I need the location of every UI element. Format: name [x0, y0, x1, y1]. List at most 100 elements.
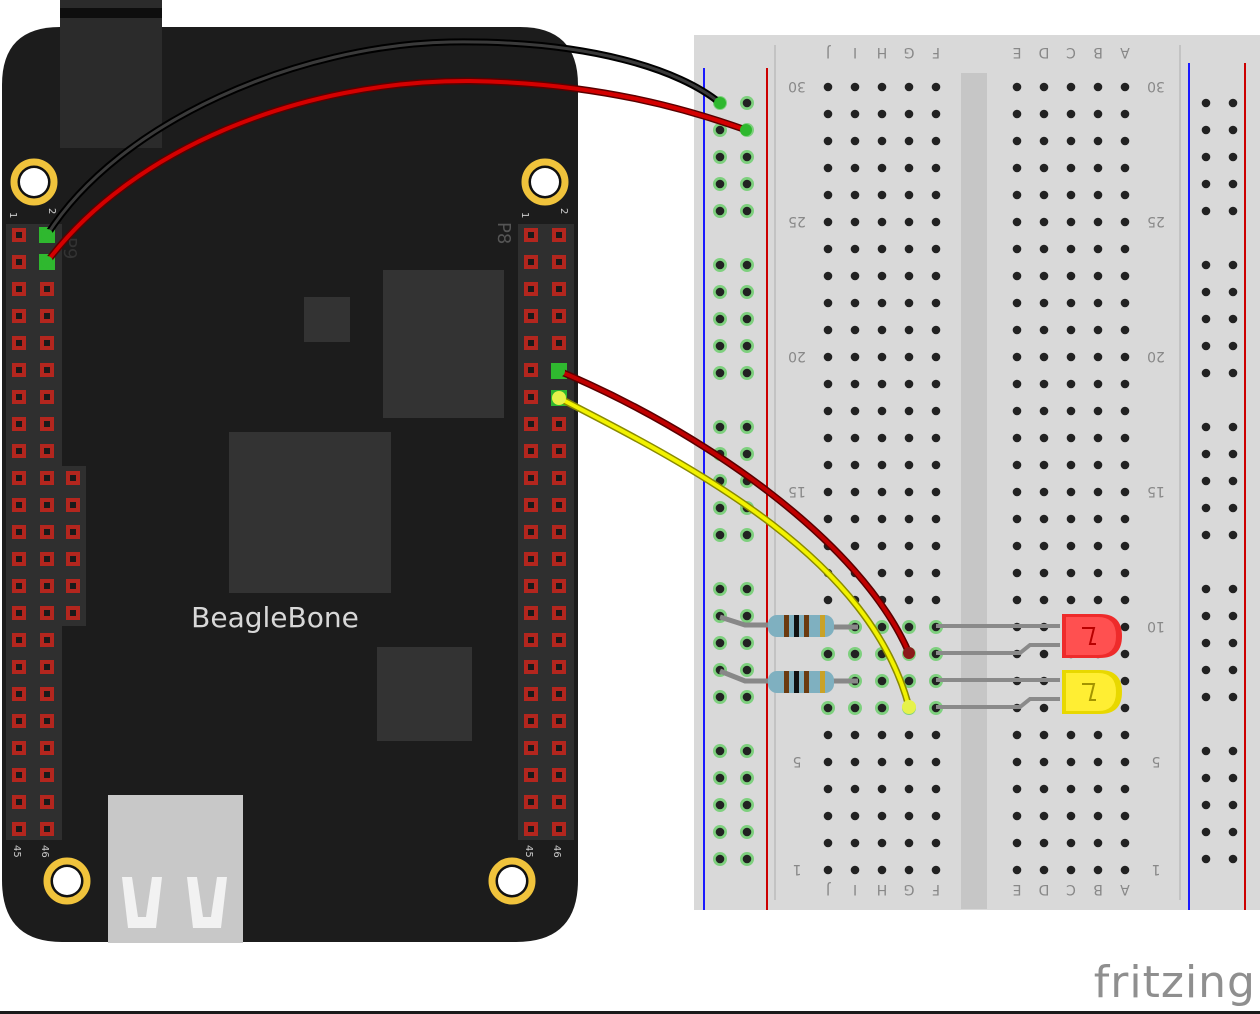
- breadboard-hole: [904, 568, 914, 578]
- breadboard-hole: [1093, 325, 1103, 335]
- breadboard-hole: [904, 433, 914, 443]
- breadboard-hole: [877, 541, 887, 551]
- breadboard-hole: [740, 825, 754, 839]
- header-pin: [40, 282, 54, 296]
- breadboard-hole: [740, 528, 754, 542]
- breadboard-hole: [1120, 784, 1130, 794]
- breadboard-hole: [1012, 325, 1022, 335]
- row-number: 15: [788, 483, 806, 499]
- breadboard-hole: [1012, 82, 1022, 92]
- breadboard-hole: [1066, 298, 1076, 308]
- column-letter: D: [1039, 881, 1050, 897]
- breadboard-hole: [740, 771, 754, 785]
- breadboard-hole: [877, 163, 887, 173]
- header-pin: [524, 606, 538, 620]
- header-pin: [12, 228, 26, 242]
- breadboard-hole: [823, 865, 833, 875]
- column-letter: H: [877, 881, 888, 897]
- header-pin: [40, 444, 54, 458]
- breadboard-hole: [1093, 730, 1103, 740]
- header-pin: [12, 741, 26, 755]
- breadboard-hole: [1201, 476, 1211, 486]
- breadboard-hole: [713, 339, 727, 353]
- breadboard-hole: [1201, 125, 1211, 135]
- header-pin: [524, 822, 538, 836]
- breadboard-hole: [1120, 730, 1130, 740]
- column-letter: A: [1120, 881, 1130, 897]
- chip-small: [304, 297, 350, 342]
- breadboard-hole: [1120, 460, 1130, 470]
- header-pin: [552, 444, 566, 458]
- breadboard-hole: [1039, 433, 1049, 443]
- breadboard-hole: [1093, 217, 1103, 227]
- breadboard-hole: [1093, 163, 1103, 173]
- breadboard-hole: [1201, 638, 1211, 648]
- breadboard-hole: [740, 447, 754, 461]
- breadboard-hole: [1228, 773, 1238, 783]
- row-number: 30: [788, 78, 806, 94]
- breadboard-hole: [1039, 163, 1049, 173]
- breadboard-hole: [1201, 800, 1211, 810]
- breadboard-hole: [1066, 811, 1076, 821]
- header-pin: [66, 525, 80, 539]
- breadboard-hole: [1012, 352, 1022, 362]
- breadboard-hole: [931, 811, 941, 821]
- breadboard-hole: [713, 798, 727, 812]
- breadboard-hole: [1066, 163, 1076, 173]
- beaglebone-board: BeagleBone P9 P8 1 2 1 2 45 46 45 46: [2, 0, 578, 943]
- header-pin: [12, 390, 26, 404]
- header-pin: [524, 579, 538, 593]
- header-pin: [552, 795, 566, 809]
- breadboard-hole: [1201, 341, 1211, 351]
- breadboard-hole: [823, 271, 833, 281]
- breadboard-hole: [740, 852, 754, 866]
- breadboard-hole: [850, 811, 860, 821]
- breadboard-hole: [904, 514, 914, 524]
- header-pin: [40, 309, 54, 323]
- wire-red-power: [44, 77, 748, 265]
- breadboard-hole: [1066, 541, 1076, 551]
- breadboard-hole: [823, 595, 833, 605]
- breadboard-hole: [1228, 125, 1238, 135]
- header-serial: [62, 466, 86, 626]
- breadboard-hole: [1120, 622, 1130, 632]
- row-number: 30: [1147, 78, 1165, 94]
- breadboard-hole: [1039, 865, 1049, 875]
- header-pin: [552, 336, 566, 350]
- breadboard-hole: [713, 636, 727, 650]
- breadboard-hole: [904, 298, 914, 308]
- breadboard-hole: [740, 177, 754, 191]
- header-pin: [552, 687, 566, 701]
- breadboard-hole: [904, 271, 914, 281]
- breadboard-hole: [823, 244, 833, 254]
- row-number: 25: [1147, 213, 1165, 229]
- breadboard-hole: [1228, 98, 1238, 108]
- breadboard-hole: [1228, 611, 1238, 621]
- breadboard-hole: [1039, 649, 1049, 659]
- header-pin: [40, 687, 54, 701]
- breadboard-hole: [850, 757, 860, 767]
- breadboard-hole: [1012, 784, 1022, 794]
- header-pin: [12, 471, 26, 485]
- breadboard-hole: [823, 109, 833, 119]
- header-pin: [552, 660, 566, 674]
- breadboard-hole: [1093, 757, 1103, 767]
- breadboard-hole: [1120, 757, 1130, 767]
- breadboard-hole: [1120, 649, 1130, 659]
- header-pin: [40, 768, 54, 782]
- breadboard-hole: [1201, 773, 1211, 783]
- header-pin: [12, 660, 26, 674]
- breadboard-hole: [1012, 109, 1022, 119]
- breadboard-hole: [877, 82, 887, 92]
- column-letter: D: [1039, 44, 1050, 60]
- breadboard-hole: [1039, 379, 1049, 389]
- breadboard-hole: [850, 163, 860, 173]
- breadboard-hole: [1120, 568, 1130, 578]
- header-pin: [66, 606, 80, 620]
- breadboard-hole: [1066, 82, 1076, 92]
- breadboard-hole: [931, 190, 941, 200]
- breadboard-hole: [1228, 206, 1238, 216]
- breadboard-hole: [904, 109, 914, 119]
- breadboard-hole: [713, 690, 727, 704]
- breadboard-hole: [1012, 487, 1022, 497]
